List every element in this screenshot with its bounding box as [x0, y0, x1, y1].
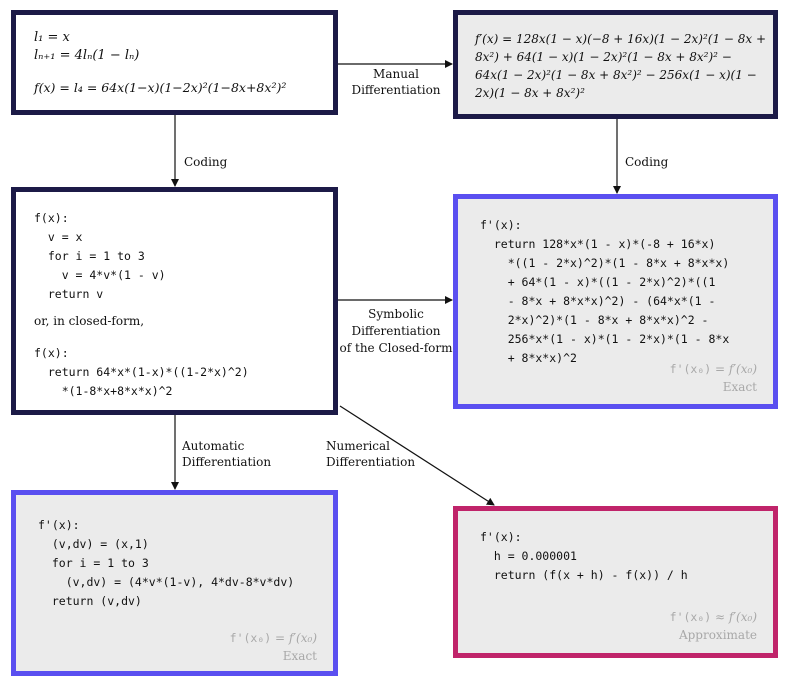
automatic-derivative-code: f'(x): (v,dv) = (x,1) for i = 1 to 3 (v,…: [38, 518, 295, 608]
numerical-result-footer: f'(x₀) ≈ f′(x₀) Approximate: [670, 608, 757, 644]
symbolic-footer-math: = f′(x₀): [711, 362, 757, 376]
numerical-differentiation-box: f'(x): h = 0.000001 return (f(x + h) - f…: [453, 506, 778, 658]
symbolic-footer-label: Exact: [722, 380, 757, 394]
label-manual-differentiation: Manual Differentiation: [351, 67, 441, 97]
numerical-derivative-code: f'(x): h = 0.000001 return (f(x + h) - f…: [480, 530, 688, 582]
label-coding-right: Coding: [625, 155, 669, 169]
automatic-footer-label: Exact: [282, 649, 317, 663]
symbolic-differentiation-box: f'(x): return 128*x*(1 - x)*(-8 + 16*x) …: [453, 194, 778, 409]
label-numerical-differentiation: Numerical Differentiation: [326, 439, 416, 469]
symbolic-result-footer: f'(x₀) = f′(x₀) Exact: [670, 360, 757, 396]
arrow-numerical: [339, 405, 495, 506]
numerical-footer-label: Approximate: [678, 628, 757, 642]
label-coding-left: Coding: [184, 155, 228, 169]
symbolic-derivative-code: f'(x): return 128*x*(1 - x)*(-8 + 16*x) …: [480, 218, 730, 365]
automatic-footer-math: = f′(x₀): [271, 631, 317, 645]
recurrence-definition-box: l₁ = x lₙ₊₁ = 4lₙ(1 − lₙ) f(x) = l₄ = 64…: [11, 10, 338, 115]
numerical-footer-code: f'(x₀): [669, 610, 712, 624]
closed-form-note: or, in closed-form,: [34, 314, 145, 328]
code-box: f(x): v = x for i = 1 to 3 v = 4*v*(1 - …: [11, 187, 338, 415]
manual-derivative-formula: f′(x) = 128x(1 − x)(−8 + 16x)(1 − 2x)²(1…: [475, 32, 767, 100]
iterative-code: f(x): v = x for i = 1 to 3 v = 4*v*(1 - …: [34, 211, 166, 301]
manual-derivative-box: f′(x) = 128x(1 − x)(−8 + 16x)(1 − 2x)²(1…: [453, 10, 778, 119]
label-symbolic-differentiation: Symbolic Differentiation of the Closed-f…: [339, 307, 453, 355]
symbolic-footer-code: f'(x₀): [669, 362, 712, 376]
automatic-result-footer: f'(x₀) = f′(x₀) Exact: [230, 629, 317, 665]
automatic-footer-code: f'(x₀): [229, 631, 272, 645]
numerical-footer-math: ≈ f′(x₀): [711, 610, 757, 624]
automatic-differentiation-box: f'(x): (v,dv) = (x,1) for i = 1 to 3 (v,…: [11, 490, 338, 676]
closed-form-code: f(x): return 64*x*(1-x)*((1-2*x)^2) *(1-…: [34, 346, 249, 398]
recurrence-line-1: l₁ = x: [34, 30, 70, 45]
label-automatic-differentiation: Automatic Differentiation: [182, 439, 272, 469]
recurrence-line-2: lₙ₊₁ = 4lₙ(1 − lₙ): [34, 48, 140, 63]
closed-form-function: f(x) = l₄ = 64x(1−x)(1−2x)²(1−8x+8x²)²: [34, 80, 287, 95]
